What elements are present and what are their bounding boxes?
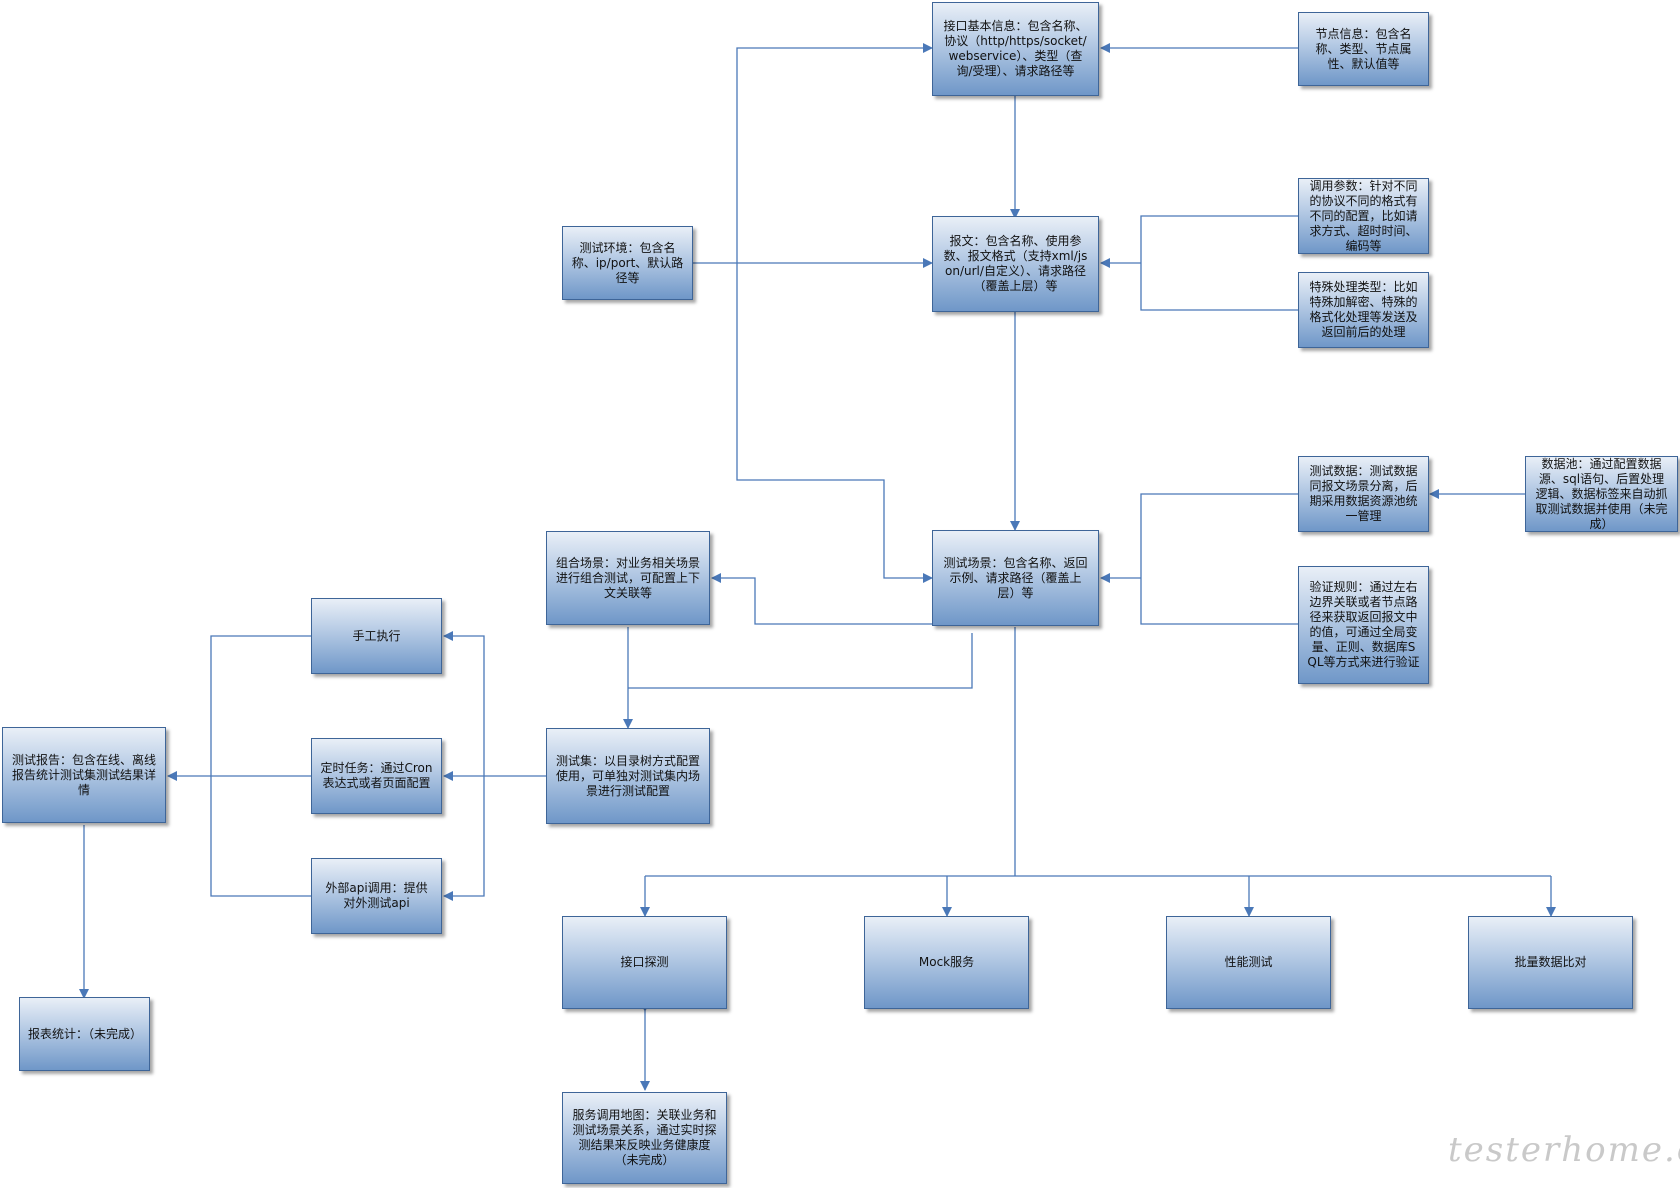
verify-rules-box: 验证规则：通过左右边界关联或者节点路径来获取返回报文中的值，可通过全局变量、正则… <box>1298 566 1429 684</box>
test-suite-text: 测试集：以目录树方式配置使用，可单独对测试集内场景进行测试配置 <box>555 753 700 798</box>
test-report-box: 测试报告：包含在线、离线报告统计测试集测试结果详情 <box>2 727 166 823</box>
test-env-text: 测试环境：包含名称、ip/port、默认路径等 <box>571 240 684 285</box>
test-env-box: 测试环境：包含名称、ip/port、默认路径等 <box>562 226 693 300</box>
test-scene-text: 测试场景：包含名称、返回示例、请求路径（覆盖上层）等 <box>943 555 1088 600</box>
service-map-box: 服务调用地图：关联业务和测试场景关系，通过实时探测结果来反映业务健康度（未完成） <box>562 1092 727 1184</box>
scheduled-task-box: 定时任务：通过Cron表达式或者页面配置 <box>311 738 442 814</box>
interface-info-text: 接口基本信息：包含名称、协议（http/https/socket/webserv… <box>943 19 1088 78</box>
special-handling-text: 特殊处理类型：比如特殊加解密、特殊的格式化处理等发送及返回前后的处理 <box>1309 280 1418 339</box>
test-scene-box: 测试场景：包含名称、返回示例、请求路径（覆盖上层）等 <box>932 530 1099 626</box>
test-suite-box: 测试集：以目录树方式配置使用，可单独对测试集内场景进行测试配置 <box>546 728 710 824</box>
connector-manual-to-report <box>210 635 311 897</box>
external-api-text: 外部api调用：提供对外测试api <box>325 881 428 910</box>
report-stats-text: 报表统计：（未完成） <box>28 1026 143 1041</box>
mock-service-text: Mock服务 <box>918 955 975 969</box>
manual-exec-text: 手工执行 <box>352 628 401 643</box>
data-pool-text: 数据池：通过配置数据源、sql语句、后置处理逻辑、数据标签来自动抓取测试数据并使… <box>1535 456 1668 531</box>
special-handling-box: 特殊处理类型：比如特殊加解密、特殊的格式化处理等发送及返回前后的处理 <box>1298 272 1429 348</box>
interface-info-box: 接口基本信息：包含名称、协议（http/https/socket/webserv… <box>932 2 1099 96</box>
data-pool-box: 数据池：通过配置数据源、sql语句、后置处理逻辑、数据标签来自动抓取测试数据并使… <box>1525 456 1678 532</box>
perf-test-text: 性能测试 <box>1224 955 1273 969</box>
service-map-text: 服务调用地图：关联业务和测试场景关系，通过实时探测结果来反映业务健康度（未完成） <box>572 1108 717 1167</box>
verify-rules-text: 验证规则：通过左右边界关联或者节点路径来获取返回报文中的值，可通过全局变量、正则… <box>1307 580 1420 669</box>
interface-probe-text: 接口探测 <box>620 955 669 969</box>
call-params-text: 调用参数：针对不同的协议不同的格式有不同的配置，比如请求方式、超时时间、编码等 <box>1309 178 1418 253</box>
message-box: 报文：包含名称、使用参数、报文格式（支持xml/json/url/自定义）、请求… <box>932 216 1099 312</box>
connector-env-to-scene <box>736 263 933 583</box>
scheduled-task-text: 定时任务：通过Cron表达式或者页面配置 <box>320 761 433 790</box>
test-data-text: 测试数据：测试数据同报文场景分离，后期采用数据资源池统一管理 <box>1309 464 1418 523</box>
combo-scene-text: 组合场景：对业务相关场景进行组合测试，可配置上下文关联等 <box>555 555 700 600</box>
node-info-text: 节点信息：包含名称、类型、节点属性、默认值等 <box>1315 26 1412 71</box>
connector-scene-to-suite <box>628 633 973 689</box>
batch-compare-box: 批量数据比对 <box>1468 916 1633 1009</box>
combo-scene-box: 组合场景：对业务相关场景进行组合测试，可配置上下文关联等 <box>546 531 710 625</box>
connector-params-to-message <box>1140 215 1298 311</box>
test-report-text: 测试报告：包含在线、离线报告统计测试集测试结果详情 <box>11 752 156 797</box>
batch-compare-text: 批量数据比对 <box>1514 955 1587 969</box>
connector-suite-to-api <box>443 776 485 901</box>
connector-scene-to-combo <box>711 573 932 625</box>
watermark: testerhome.com <box>1448 1130 1680 1170</box>
message-text: 报文：包含名称、使用参数、报文格式（支持xml/json/url/自定义）、请求… <box>943 234 1088 293</box>
connector-suite-to-manual <box>443 631 485 776</box>
report-stats-box: 报表统计：（未完成） <box>19 997 150 1071</box>
connector-env-to-info <box>736 43 933 263</box>
node-info-box: 节点信息：包含名称、类型、节点属性、默认值等 <box>1298 12 1429 86</box>
test-data-box: 测试数据：测试数据同报文场景分离，后期采用数据资源池统一管理 <box>1298 456 1429 532</box>
call-params-box: 调用参数：针对不同的协议不同的格式有不同的配置，比如请求方式、超时时间、编码等 <box>1298 178 1429 254</box>
connector-data-to-scene <box>1140 493 1298 625</box>
external-api-box: 外部api调用：提供对外测试api <box>311 858 442 934</box>
mock-service-box: Mock服务 <box>864 916 1029 1009</box>
interface-probe-box: 接口探测 <box>562 916 727 1009</box>
manual-exec-box: 手工执行 <box>311 598 442 674</box>
connector-scene-to-services <box>645 627 1551 877</box>
perf-test-box: 性能测试 <box>1166 916 1331 1009</box>
